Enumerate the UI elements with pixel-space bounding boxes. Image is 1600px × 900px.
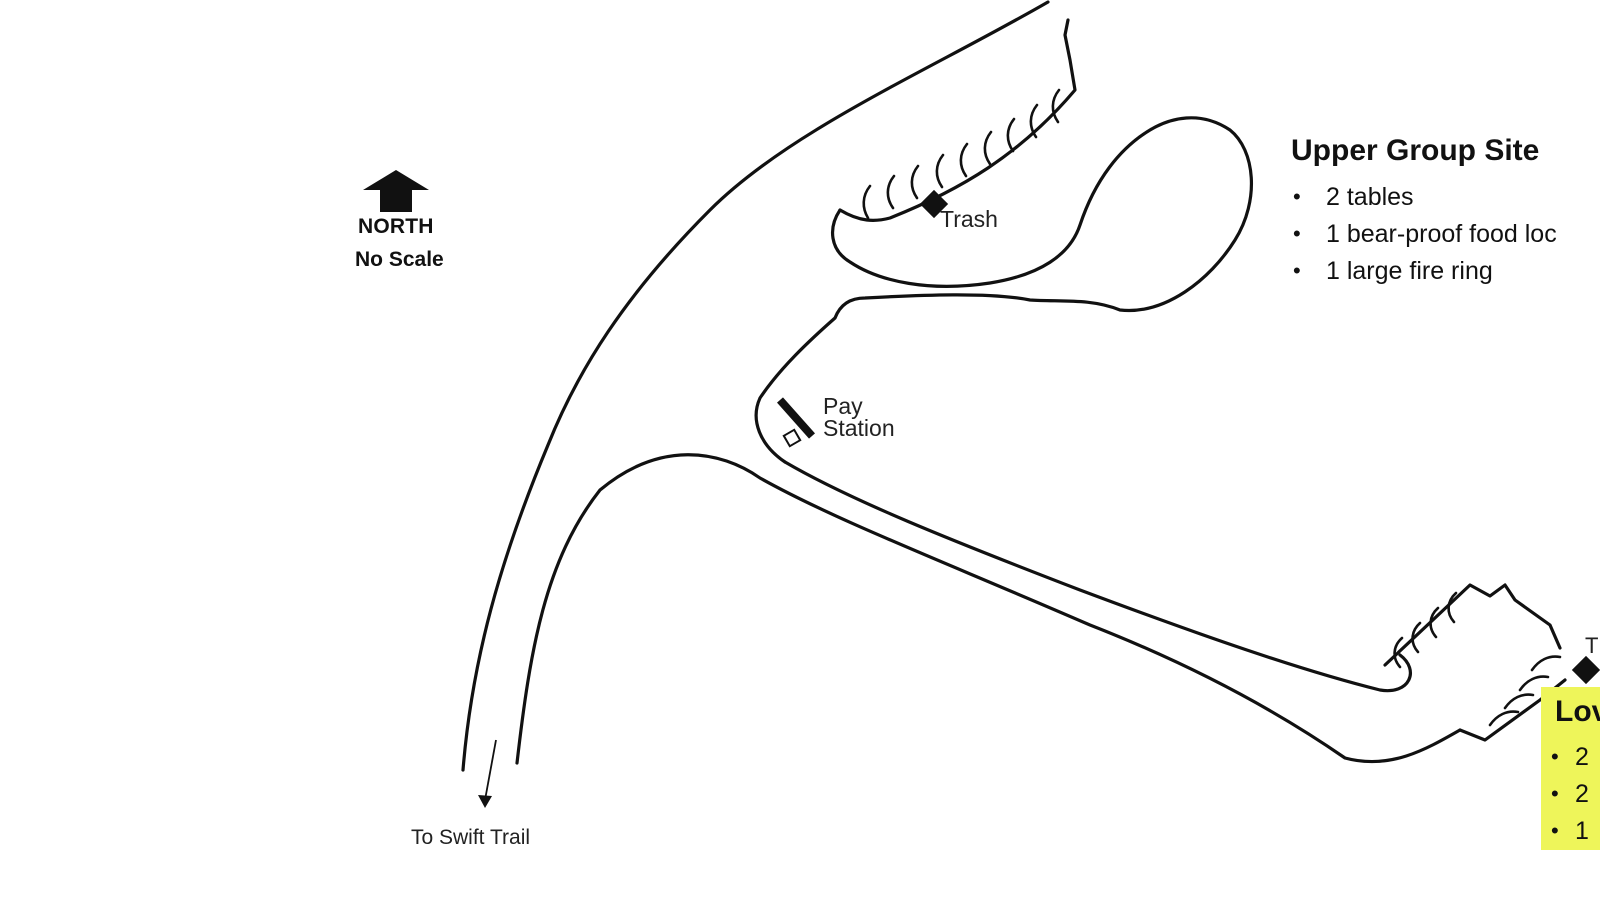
amenity-text: 1 bear-proof food loc — [1326, 220, 1557, 248]
trash-label: Trash — [940, 206, 998, 232]
main-road-east-edge — [515, 453, 1462, 765]
southeast-road-north-edge — [783, 460, 1412, 693]
bullet-icon: • — [1293, 221, 1301, 246]
list-item: • 1 — [1551, 816, 1589, 850]
lower-trash-label: T — [1585, 633, 1599, 658]
exit-arrow-head — [478, 795, 492, 808]
north-label: NORTH — [358, 215, 434, 238]
bullet-icon: • — [1293, 258, 1301, 283]
scale-label: No Scale — [355, 248, 444, 271]
southeast-road-inner-edge — [754, 116, 1253, 464]
bullet-icon: • — [1551, 781, 1559, 806]
pay-station-marker — [777, 397, 815, 439]
upper-group-site-title: Upper Group Site — [1291, 134, 1540, 167]
pay-station-label-line1: Pay — [823, 393, 863, 419]
lower-group-site-panel: Lov • 2 • 2 • 1 — [1541, 687, 1600, 850]
lower-trash-marker — [1571, 655, 1600, 685]
amenity-text: 1 — [1575, 817, 1589, 845]
list-item: • 2 — [1551, 742, 1589, 779]
amenity-text: 1 large fire ring — [1326, 257, 1493, 285]
up-arrow-icon — [363, 170, 429, 212]
bullet-icon: • — [1551, 744, 1559, 769]
upper-amenity-list: • 2 tables • 1 bear-proof food loc • 1 l… — [1291, 182, 1557, 293]
list-item: • 1 large fire ring — [1291, 256, 1557, 293]
pay-station-box — [782, 428, 802, 448]
lower-parking-stalls — [1393, 591, 1562, 727]
pay-station-label-line2: Station — [823, 415, 895, 441]
main-road-west-edge — [461, 0, 1050, 772]
amenity-text: 2 tables — [1326, 183, 1414, 211]
list-item: • 2 — [1551, 779, 1589, 816]
exit-arrow-shaft — [484, 739, 497, 801]
amenity-text: 2 — [1575, 780, 1589, 808]
lower-group-site-title: Lov — [1555, 695, 1600, 728]
upper-group-site-panel: Upper Group Site • 2 tables • 1 bear-pro… — [1291, 134, 1557, 293]
upper-trash-marker — [919, 189, 949, 219]
upper-spur-edge — [838, 18, 1077, 222]
bullet-icon: • — [1551, 818, 1559, 843]
list-item: • 1 bear-proof food loc — [1291, 219, 1557, 256]
amenity-text: 2 — [1575, 743, 1589, 771]
upper-parking-stalls — [862, 88, 1061, 220]
exit-road-label: To Swift Trail — [411, 826, 531, 849]
lower-amenity-list: • 2 • 2 • 1 — [1551, 742, 1589, 850]
list-item: • 2 tables — [1291, 182, 1557, 219]
bullet-icon: • — [1293, 184, 1301, 209]
lower-spur-edge — [1383, 583, 1562, 667]
